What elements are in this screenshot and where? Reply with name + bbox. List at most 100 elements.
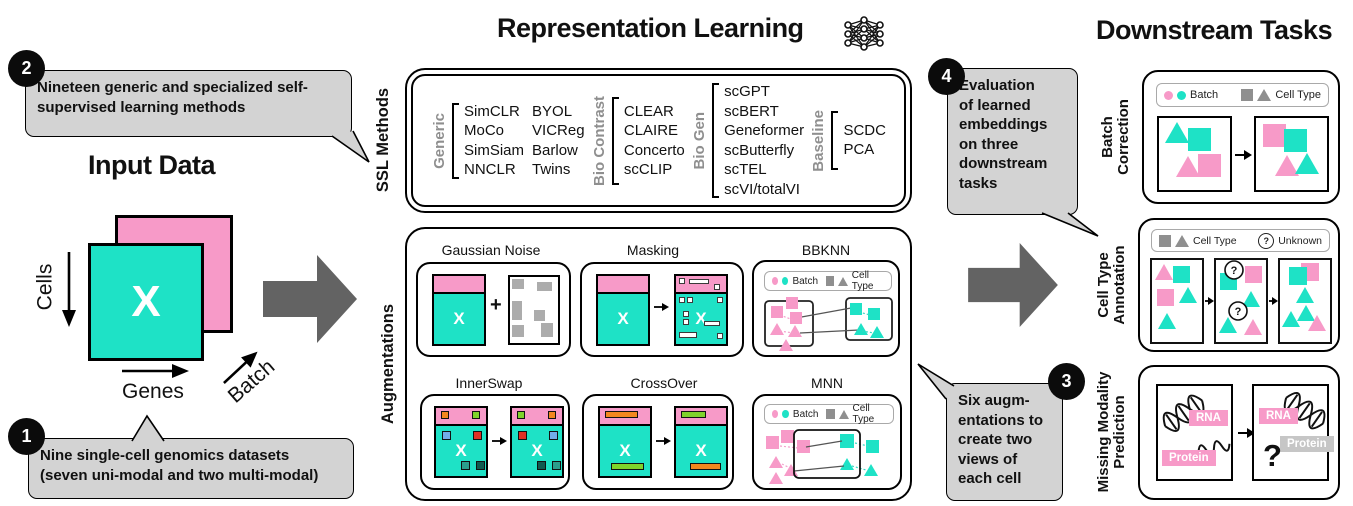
gray-square-icon <box>1159 234 1171 247</box>
mnn-panel: Batch Cell Type <box>752 394 902 490</box>
ssl-method: Concerto <box>623 141 685 159</box>
ssl-group-generic-label: Generic <box>431 112 448 169</box>
input-data-title: Input Data <box>88 150 216 180</box>
pink-batch-dot <box>1164 90 1173 100</box>
after-correction-scatter <box>1263 124 1319 176</box>
ssl-method: NNCLR <box>464 161 516 178</box>
crossover-panel: X X <box>582 394 734 490</box>
ssl-method: BYOL <box>532 102 573 120</box>
ssl-group-bio-contrast-label: Bio Contrast <box>590 95 608 186</box>
genes-axis-label: Genes <box>122 380 184 403</box>
noise-matrix-icon <box>508 275 560 345</box>
matrix-x-label: X <box>617 309 629 328</box>
legend-cell-type-label: Cell Type <box>1275 89 1321 101</box>
callout-2: Nineteen generic and specialized self- s… <box>25 70 352 137</box>
legend-cell-type-label: Cell Type <box>1193 234 1237 247</box>
ssl-method: scCLIP <box>623 161 673 178</box>
crossover-title: CrossOver <box>630 375 698 391</box>
genes-axis-arrow <box>122 364 189 378</box>
matrix-x-label: X <box>619 441 631 460</box>
multimodal-input-box: RNA Protein <box>1156 384 1233 481</box>
downstream-tasks-title: Downstream Tasks <box>1096 15 1333 45</box>
ssl-method: SCDC <box>843 121 886 139</box>
matrix-x-label: X <box>453 309 465 328</box>
legend-batch-label: Batch <box>1190 89 1219 101</box>
svg-text:?: ? <box>1235 306 1242 318</box>
ssl-method: Twins <box>532 161 571 178</box>
ssl-group-baseline-label: Baseline <box>810 109 828 172</box>
legend-unknown-label: Unknown <box>1278 234 1322 247</box>
teal-batch-dot <box>782 277 789 285</box>
innerswap-panel: X X <box>420 394 570 490</box>
cells-axis-label: Cells <box>33 263 57 311</box>
callout-2-tail <box>331 130 370 163</box>
matrix-x-label: X <box>695 441 707 460</box>
ssl-group-bio-contrast: Bio Contrast CLEAR CLAIRE Concerto scCLI… <box>591 96 685 186</box>
matrix-x-label: X <box>455 441 467 460</box>
after-correction-box <box>1254 116 1329 192</box>
pink-batch-dot <box>772 410 779 418</box>
callout-1-tail <box>131 414 165 442</box>
crossover-matrix-right: X <box>674 406 728 478</box>
pink-batch-dot <box>772 277 779 285</box>
batch-axis-arrow <box>223 351 258 384</box>
batch-correction-legend: Batch Cell Type <box>1156 83 1329 107</box>
innerswap-title: InnerSwap <box>455 375 523 391</box>
innerswap-matrix-right: X <box>510 406 564 478</box>
gray-square-icon <box>826 276 834 286</box>
batch-correction-panel: Batch Cell Type <box>1142 70 1340 204</box>
ssl-method: CLEAR <box>623 102 674 120</box>
question-icon: ? <box>1258 232 1275 249</box>
masking-title: Masking <box>626 242 680 258</box>
gaussian-noise-panel: X + <box>416 262 571 357</box>
ssl-methods-box: Generic SimCLR MoCo SimSiam NNCLR BYOL V… <box>405 68 912 213</box>
ssl-method: scVI/totalVI <box>724 180 800 198</box>
arrow-icon <box>656 437 671 445</box>
callout-1: Nine single-cell genomics datasets (seve… <box>28 438 354 499</box>
callout-3: Six augm- entations to create two views … <box>946 383 1063 501</box>
matrix-icon: X <box>596 274 650 346</box>
callout-3-badge: 3 <box>1048 363 1085 400</box>
bracket <box>611 96 619 185</box>
svg-text:?: ? <box>1231 265 1238 277</box>
representation-learning-title: Representation Learning <box>497 13 804 43</box>
missing-modality-label: Missing Modality Prediction <box>1094 371 1128 493</box>
flow-arrow-input-to-learning <box>263 255 357 343</box>
matrix-x-label: X <box>131 277 161 326</box>
callout-3-tail <box>917 363 955 400</box>
gray-triangle-icon <box>837 276 848 286</box>
matrix-icon: X <box>432 274 486 346</box>
legend-cell-type-label: Cell Type <box>851 270 874 292</box>
protein-squiggle-icon <box>1197 440 1231 456</box>
ssl-method: PCA <box>843 141 875 159</box>
question-mark: ? <box>1263 438 1282 473</box>
gaussian-noise-title: Gaussian Noise <box>441 242 541 258</box>
bracket <box>452 102 459 179</box>
ssl-method: scBERT <box>724 102 779 120</box>
callout-4-tail <box>1041 212 1099 237</box>
missing-modality-panel: RNA Protein RNA Protein ? <box>1138 365 1340 500</box>
callout-2-badge: 2 <box>8 50 45 87</box>
before-correction-box <box>1157 116 1232 192</box>
ssl-method: Barlow <box>532 141 578 159</box>
callout-4: Evaluation of learned embeddings on thre… <box>947 68 1078 215</box>
gray-square-icon <box>826 409 835 419</box>
plus-sign: + <box>490 294 502 316</box>
bracket <box>712 83 720 198</box>
rna-chip: RNA <box>1259 408 1298 424</box>
ssl-method: Geneformer <box>724 122 805 139</box>
data-matrix-x: X <box>88 243 204 361</box>
mnn-scatter <box>766 429 879 484</box>
bbknn-title: BBKNN <box>801 242 851 258</box>
gray-triangle-icon <box>838 409 849 419</box>
ssl-method: MoCo <box>464 122 505 139</box>
bbknn-legend: Batch Cell Type <box>764 270 892 292</box>
mnn-legend: Batch Cell Type <box>764 403 894 425</box>
ssl-group-generic: Generic SimCLR MoCo SimSiam NNCLR BYOL V… <box>431 102 585 180</box>
bbknn-scatter <box>764 297 893 351</box>
cells-axis-arrow <box>62 252 76 327</box>
teal-batch-dot <box>1177 90 1186 100</box>
ssl-methods-side-label: SSL Methods <box>374 87 393 193</box>
ssl-group-bio-gen-label: Bio Gen <box>691 111 709 170</box>
